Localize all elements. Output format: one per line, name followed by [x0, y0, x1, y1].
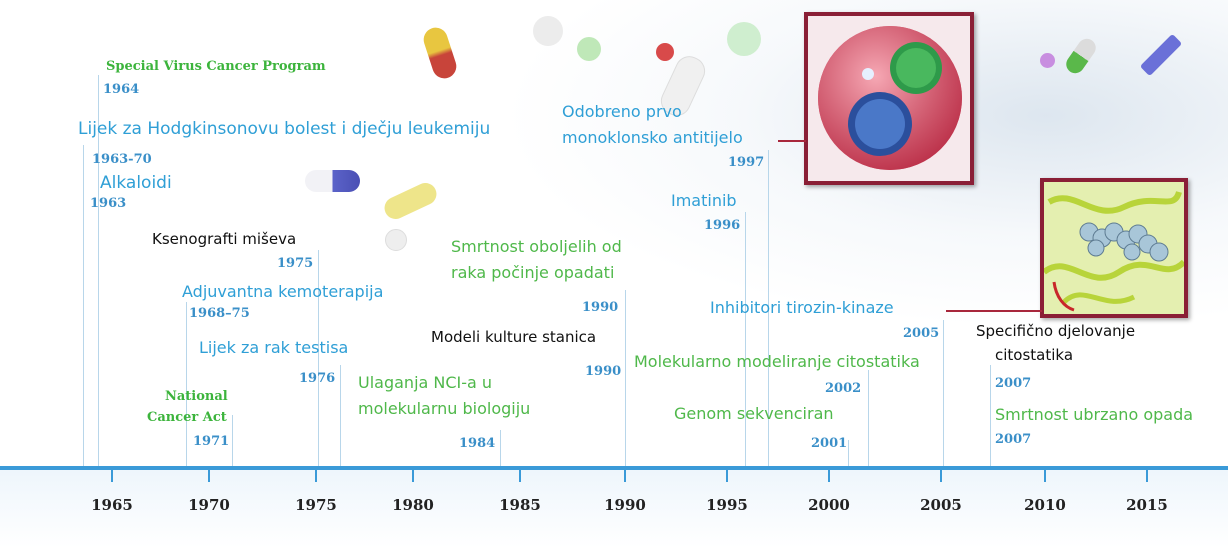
tick-label-2000: 2000	[808, 496, 850, 514]
monoklonsko-label-line1: Odobreno prvo	[562, 102, 682, 121]
imatinib-label: Imatinib	[671, 191, 737, 210]
guide-line-1976	[340, 365, 341, 467]
genom-label: Genom sekvenciran	[674, 404, 834, 423]
tick-label-1965: 1965	[91, 496, 133, 514]
guide-line-2002	[868, 370, 869, 467]
tablet-green-decoration	[577, 37, 601, 61]
smrtnost-ubrzano-year: 2007	[995, 432, 1032, 447]
national-cancer-act-label-line2: Cancer Act	[147, 410, 227, 425]
timeline-axis	[0, 466, 1228, 470]
pill-red-yellow-decoration	[420, 24, 460, 82]
guide-line-1963	[83, 145, 84, 467]
tick-label-2010: 2010	[1024, 496, 1066, 514]
national-cancer-act-year: 1971	[193, 434, 230, 449]
tick-label-1990: 1990	[604, 496, 646, 514]
tirozin-year: 2005	[903, 326, 940, 341]
special-virus-year: 1964	[103, 82, 140, 97]
rak-testisa-year: 1976	[299, 371, 336, 386]
kulture-stanica-year: 1990	[585, 364, 622, 379]
tablet-red-decoration	[656, 43, 674, 61]
guide-line-2007	[990, 365, 991, 467]
tick-label-1970: 1970	[188, 496, 230, 514]
guide-line-1971	[232, 415, 233, 467]
guide-line-2001	[848, 440, 849, 467]
national-cancer-act-label-line1: National	[165, 389, 228, 404]
nci-label-line1: Ulaganja NCI-a u	[358, 373, 493, 392]
tick-1965	[111, 470, 113, 482]
smrtnost-opadati-year: 1990	[582, 300, 619, 315]
rak-testisa-label: Lijek za rak testisa	[199, 338, 349, 357]
tick-1990	[624, 470, 626, 482]
tablet-purple-decoration	[1040, 53, 1055, 68]
specificno-year: 2007	[995, 376, 1032, 391]
tablet-white-decoration	[533, 16, 563, 46]
pill-yellow-decoration	[380, 179, 441, 223]
smrtnost-opadati-label-line1: Smrtnost oboljelih od	[451, 237, 622, 256]
specificno-label-line1: Specifično djelovanje	[976, 322, 1136, 340]
nci-label-line2: molekularnu biologiju	[358, 399, 531, 418]
modeliranje-year: 2002	[825, 381, 862, 396]
monoklonsko-connector	[778, 140, 806, 142]
guide-line-2005	[943, 320, 944, 467]
guide-line-1968	[186, 302, 187, 467]
tick-1995	[726, 470, 728, 482]
hodgkin-label: Lijek za Hodgkinsonovu bolest i dječju l…	[78, 119, 491, 139]
guide-line-1984	[500, 430, 501, 467]
tick-label-1980: 1980	[392, 496, 434, 514]
tick-label-2005: 2005	[920, 496, 962, 514]
pill-blue-white-decoration	[305, 170, 360, 192]
ksenografti-label: Ksenografti miševa	[152, 230, 297, 248]
ksenografti-year: 1975	[277, 256, 314, 271]
smrtnost-ubrzano-label: Smrtnost ubrzano opada	[995, 405, 1194, 424]
tablet-green-large-decoration	[727, 22, 761, 56]
axis-band	[0, 470, 1228, 548]
alkaloidi-year: 1963	[90, 196, 127, 211]
guide-line-1996	[745, 212, 746, 467]
tick-1985	[519, 470, 521, 482]
modeliranje-label: Molekularno modeliranje citostatika	[634, 352, 920, 371]
guide-line-1975	[318, 250, 319, 467]
tick-1980	[412, 470, 414, 482]
smrtnost-opadati-label-line2: raka počinje opadati	[451, 263, 615, 282]
tick-label-1975: 1975	[295, 496, 337, 514]
guide-line-1990	[625, 290, 626, 467]
nci-year: 1984	[459, 436, 496, 451]
tick-1970	[208, 470, 210, 482]
adjuvantna-label: Adjuvantna kemoterapija	[182, 282, 384, 301]
tick-label-1995: 1995	[706, 496, 748, 514]
tick-2005	[940, 470, 942, 482]
protein-structure-image	[1040, 178, 1188, 318]
tick-2015	[1146, 470, 1148, 482]
imatinib-year: 1996	[704, 218, 741, 233]
alkaloidi-label: Alkaloidi	[100, 173, 172, 193]
guide-line-1997	[768, 150, 769, 467]
hodgkin-year: 1963-70	[92, 152, 152, 167]
adjuvantna-year: 1968–75	[189, 306, 250, 321]
specificno-label-line2: citostatika	[995, 346, 1074, 364]
tirozin-label: Inhibitori tirozin-kinaze	[710, 298, 894, 317]
tirozin-connector	[946, 310, 1042, 312]
tick-label-2015: 2015	[1126, 496, 1168, 514]
tick-2010	[1044, 470, 1046, 482]
monoklonsko-label-line2: monoklonsko antitijelo	[562, 128, 743, 147]
tablet-white-small-decoration	[385, 229, 407, 251]
virus-particles-image	[804, 12, 974, 185]
monoklonsko-year: 1997	[728, 155, 765, 170]
tick-label-1985: 1985	[499, 496, 541, 514]
special-virus-label: Special Virus Cancer Program	[106, 59, 326, 74]
tick-1975	[315, 470, 317, 482]
genom-year: 2001	[811, 436, 848, 451]
guide-line-1964	[98, 75, 99, 467]
tick-2000	[828, 470, 830, 482]
kulture-stanica-label: Modeli kulture stanica	[431, 328, 597, 346]
